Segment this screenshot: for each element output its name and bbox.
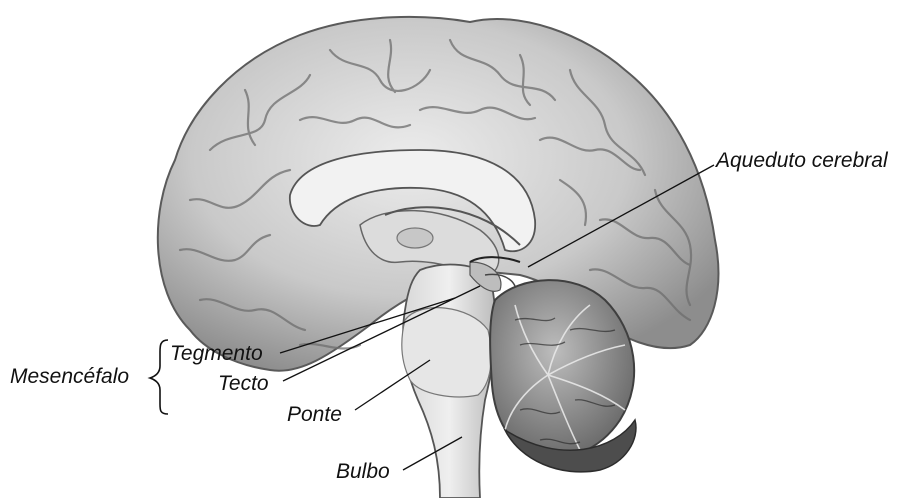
label-bulbo: Bulbo [336,461,390,482]
label-tegmento: Tegmento [170,343,263,364]
label-tecto: Tecto [218,373,269,394]
mesencefalo-brace [150,340,168,414]
label-ponte: Ponte [287,404,342,425]
pons [402,308,491,397]
label-mesencefalo: Mesencéfalo [10,366,129,387]
label-aqueduto-cerebral: Aqueduto cerebral [716,150,888,171]
